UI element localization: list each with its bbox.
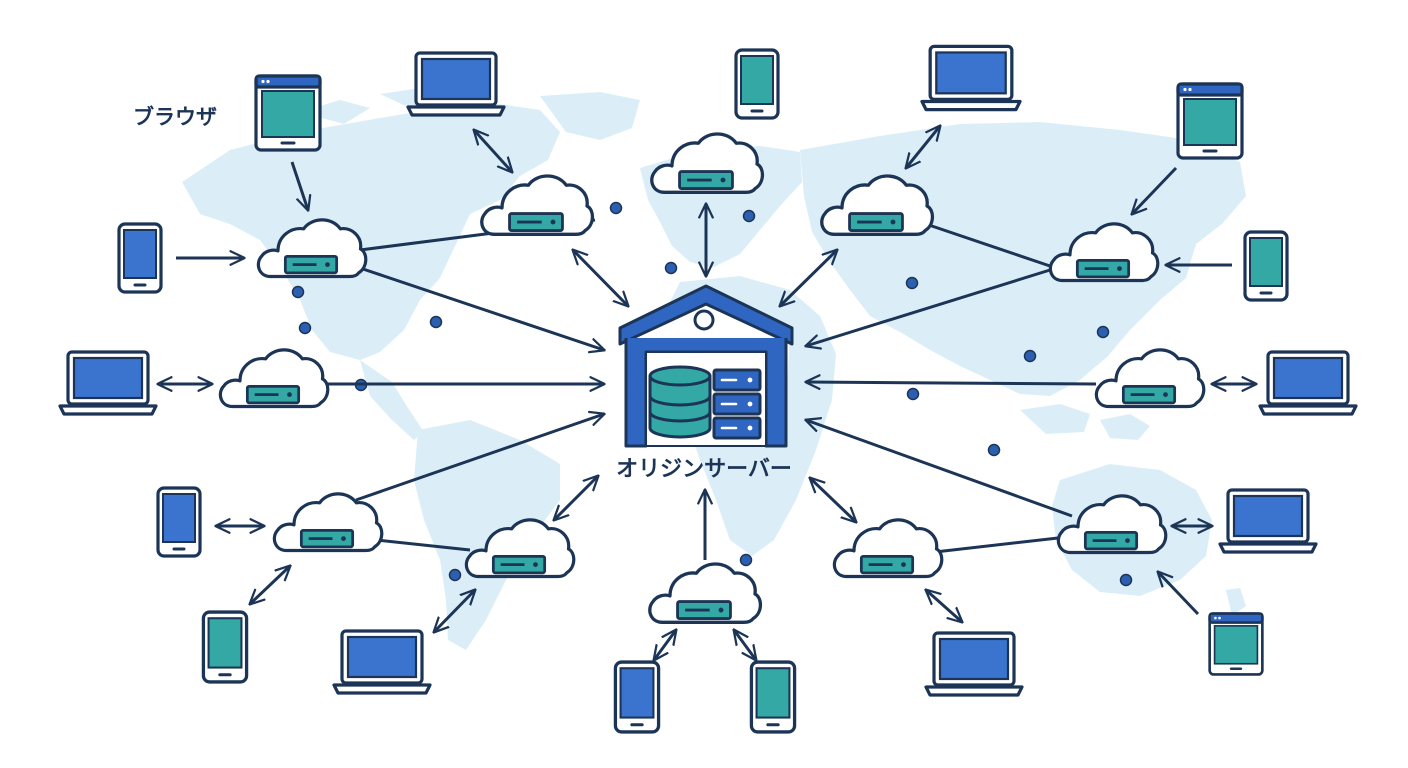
laptop-icon bbox=[1258, 350, 1358, 416]
laptop-icon bbox=[924, 631, 1024, 697]
laptop-icon bbox=[1218, 488, 1318, 554]
origin-server-label: オリジンサーバー bbox=[616, 457, 792, 482]
bidirectional-links bbox=[158, 126, 1256, 660]
cloud-server-icon bbox=[218, 348, 330, 409]
warehouse-database-icon bbox=[618, 284, 794, 448]
laptop-icon bbox=[58, 350, 158, 416]
cloud-server-icon bbox=[832, 518, 944, 579]
cloud-server-icon bbox=[272, 492, 384, 553]
laptop-icon bbox=[332, 629, 432, 695]
smartphone-icon bbox=[734, 48, 780, 120]
cloud-server-icon bbox=[1094, 348, 1206, 409]
smartphone-icon bbox=[117, 222, 163, 294]
network-dots bbox=[291, 201, 1133, 587]
laptop-icon bbox=[920, 44, 1022, 112]
cloud-server-icon bbox=[648, 562, 763, 625]
smartphone-icon bbox=[201, 610, 249, 684]
smartphone-icon bbox=[613, 660, 661, 734]
edge-to-origin-links bbox=[320, 218, 1097, 560]
smartphone-icon bbox=[156, 486, 202, 558]
smartphone-icon bbox=[1243, 230, 1289, 302]
browser-window-icon bbox=[254, 74, 322, 152]
device-to-edge-links bbox=[176, 161, 1232, 616]
smartphone-icon bbox=[749, 660, 797, 734]
browser-label: ブラウザ bbox=[133, 105, 217, 129]
browser-window-icon bbox=[1176, 82, 1244, 160]
browser-window-icon bbox=[1208, 611, 1264, 677]
laptop-icon bbox=[406, 51, 506, 117]
